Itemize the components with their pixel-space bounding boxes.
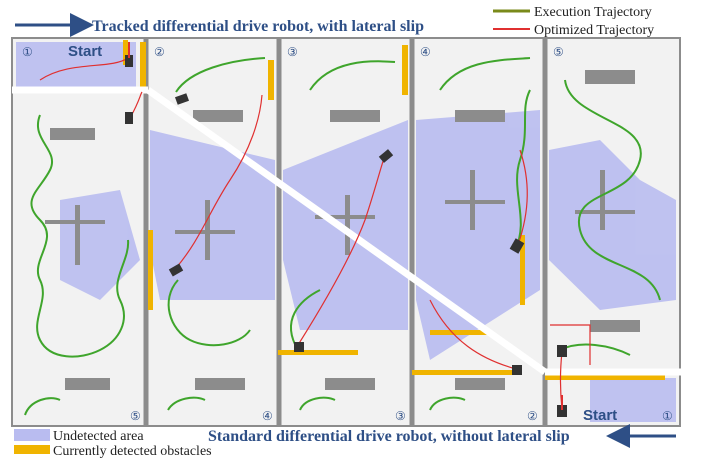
robot-marker (168, 263, 184, 277)
panel-number-top: ⑤ (553, 45, 564, 59)
legend-undetected-label: Undetected area (53, 429, 144, 444)
panel-number-top: ④ (420, 45, 431, 59)
panel-number-bottom: ③ (395, 409, 406, 423)
panel-number-top: ② (154, 45, 165, 59)
panel-number-bottom: ⑤ (130, 409, 141, 423)
panel-number-top: ③ (287, 45, 298, 59)
legend-execution-label: Execution Trajectory (534, 5, 652, 20)
robot-marker (509, 238, 525, 254)
panel-number-top: ① (22, 45, 33, 59)
legend-optimized-label: Optimized Trajectory (534, 23, 654, 38)
detected-obstacles (123, 40, 665, 380)
robot-marker (378, 149, 394, 163)
panel-number-bottom: ④ (262, 409, 273, 423)
diagonal-separator-main (145, 87, 548, 375)
legend-undetected-swatch (14, 429, 50, 441)
undetected-regions (16, 42, 676, 422)
inner-walls (45, 70, 640, 390)
top-title: Tracked differential drive robot, with l… (92, 18, 424, 35)
robot-marker (557, 345, 567, 357)
robot-marker (125, 112, 133, 124)
robot-marker (512, 365, 522, 375)
robots (125, 55, 567, 417)
panel-number-bottom: ① (662, 409, 673, 423)
panel-number-bottom: ② (527, 409, 538, 423)
bottom-title: Standard differential drive robot, witho… (208, 428, 570, 445)
panel-numbers-bottom: ⑤ ④ ③ ② ① (130, 409, 673, 423)
legend-obstacles-label: Currently detected obstacles (53, 444, 212, 458)
robot-marker (294, 342, 304, 352)
robot-marker (125, 55, 133, 67)
legend-obstacles-swatch (14, 445, 50, 454)
legend-top: Execution Trajectory Optimized Trajector… (493, 5, 654, 38)
map-area (11, 37, 682, 427)
robot-marker (174, 93, 190, 105)
panel-numbers-top: ① ② ③ ④ ⑤ (22, 45, 564, 59)
start-label-top: Start (68, 43, 102, 60)
robot-marker (557, 405, 567, 417)
start-label-bottom: Start (583, 407, 617, 424)
legend-bottom: Undetected area Currently detected obsta… (14, 429, 212, 458)
